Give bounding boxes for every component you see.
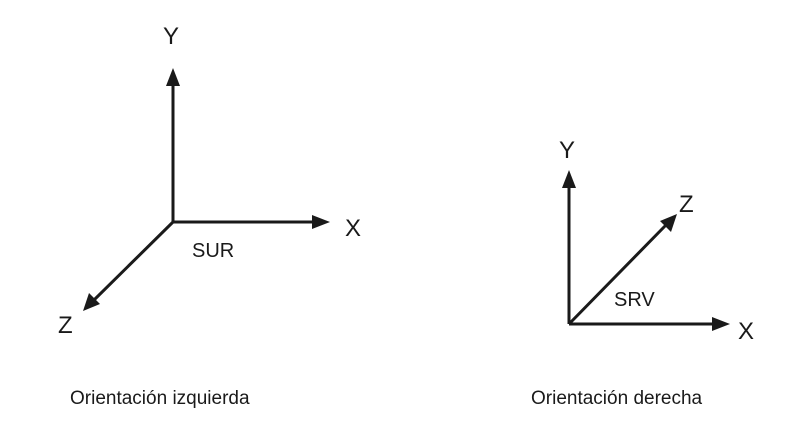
left-z-label: Z [58, 312, 73, 339]
right-coordinate-system: Y X Z SRV Orientación derecha [531, 137, 754, 409]
left-caption: Orientación izquierda [70, 388, 250, 409]
left-x-label: X [345, 215, 361, 242]
right-caption: Orientación derecha [531, 388, 703, 409]
right-y-arrowhead [562, 170, 576, 188]
left-y-label: Y [163, 23, 179, 50]
left-y-arrowhead [166, 68, 180, 86]
right-x-label: X [738, 318, 754, 345]
right-x-arrowhead [712, 317, 730, 331]
right-y-label: Y [559, 137, 575, 164]
right-system-label: SRV [614, 289, 655, 311]
left-z-axis [92, 220, 175, 302]
right-z-axis [567, 223, 668, 326]
left-x-arrowhead [312, 215, 330, 229]
left-z-arrowhead [83, 293, 100, 311]
left-system-label: SUR [192, 240, 234, 262]
right-z-label: Z [679, 191, 694, 218]
left-coordinate-system: Y X Z SUR Orientación izquierda [58, 23, 361, 409]
right-z-arrowhead [660, 214, 677, 232]
